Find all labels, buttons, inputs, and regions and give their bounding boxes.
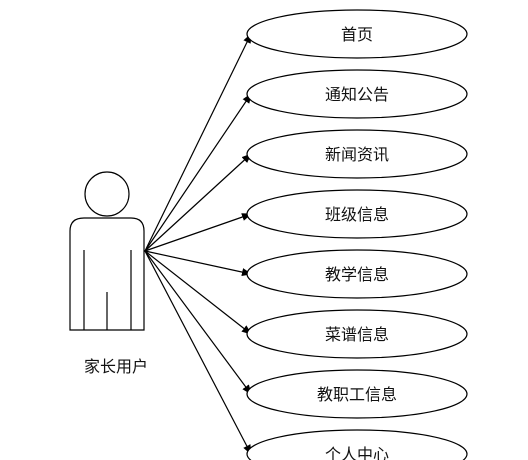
use-case-ellipse xyxy=(246,309,468,359)
use-case-ellipse xyxy=(246,69,468,119)
association-arrow xyxy=(144,250,252,395)
use-case-3: 新闻资讯 xyxy=(246,129,468,179)
use-case-label: 新闻资讯 xyxy=(325,145,389,164)
association-arrow xyxy=(144,250,252,455)
use-case-ellipse xyxy=(246,369,468,419)
actor-figure xyxy=(69,171,145,331)
use-case-ellipse xyxy=(246,129,468,179)
association-arrow xyxy=(144,250,252,335)
actor-head xyxy=(84,171,130,217)
use-case-8: 个人中心 xyxy=(246,429,468,460)
association-arrow xyxy=(144,153,252,252)
use-case-label: 菜谱信息 xyxy=(325,325,389,344)
use-case-5: 教学信息 xyxy=(246,249,468,299)
use-case-2: 通知公告 xyxy=(246,69,468,119)
association-arrows xyxy=(144,33,252,455)
use-case-7: 教职工信息 xyxy=(246,369,468,419)
use-case-label: 首页 xyxy=(341,25,373,44)
use-case-label: 班级信息 xyxy=(325,205,389,224)
actor-label: 家长用户 xyxy=(84,357,148,376)
use-case-ellipse xyxy=(246,9,468,59)
association-arrow xyxy=(144,213,252,252)
association-arrow xyxy=(144,33,252,252)
association-arrow xyxy=(144,250,252,277)
use-case-ellipse xyxy=(246,429,468,460)
use-case-label: 个人中心 xyxy=(325,445,389,460)
association-arrow xyxy=(144,93,252,252)
use-case-4: 班级信息 xyxy=(246,189,468,239)
use-case-1: 首页 xyxy=(246,9,468,59)
use-case-ellipse xyxy=(246,249,468,299)
use-case-ellipse xyxy=(246,189,468,239)
use-case-6: 菜谱信息 xyxy=(246,309,468,359)
use-case-label: 通知公告 xyxy=(325,85,389,104)
use-case-label: 教职工信息 xyxy=(317,385,397,404)
use-case-label: 教学信息 xyxy=(325,265,389,284)
actor-body xyxy=(69,217,145,331)
